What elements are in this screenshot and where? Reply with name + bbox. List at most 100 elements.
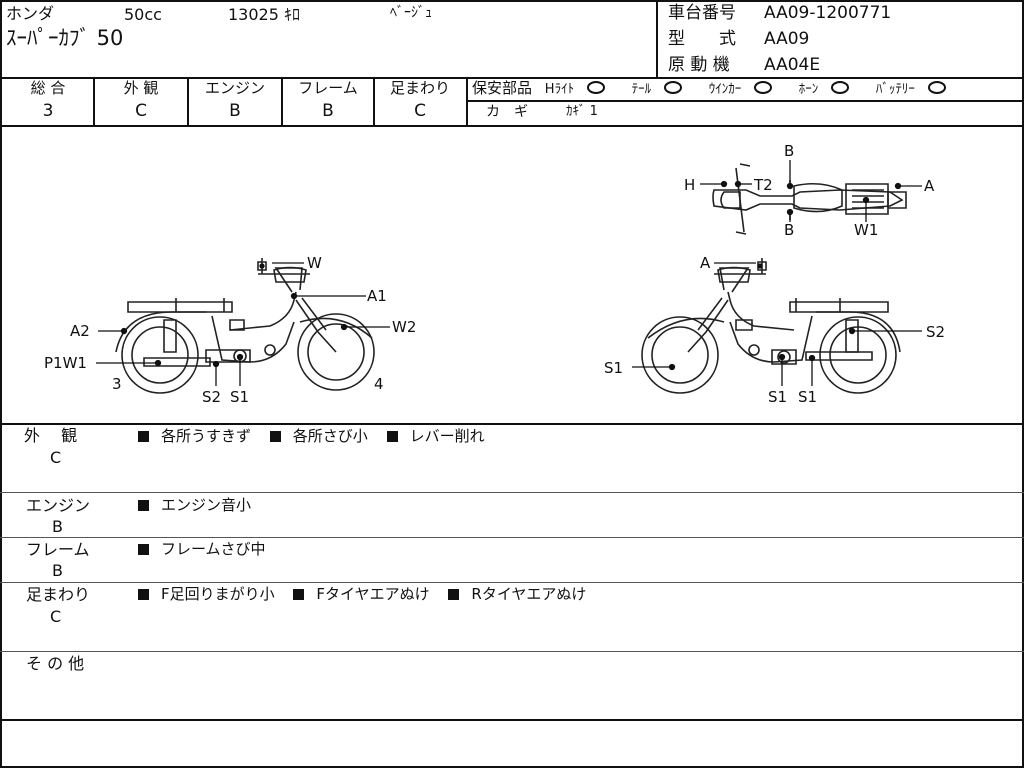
section-rule [0, 582, 1024, 583]
diag-label-right-a: A [700, 254, 711, 272]
grade-divider [187, 78, 189, 126]
model-name: ｽｰﾊﾟｰｶﾌﾞ 50 [6, 26, 124, 50]
grade-frame-value: B [322, 101, 334, 121]
diag-label-top-t2: T2 [753, 176, 773, 194]
diag-label-top-h: H [684, 176, 695, 194]
section-engine-title: エンジン [26, 496, 91, 515]
grade-exterior-value: C [135, 101, 147, 121]
section-engine-grade: B [52, 517, 63, 536]
frame-no: AA09-1200771 [764, 3, 892, 23]
grade-divider [373, 78, 375, 126]
bullet-icon [386, 431, 398, 442]
safety-headlight-ok-icon [586, 81, 605, 94]
diag-label-a2: A2 [70, 322, 90, 340]
diag-label-top-b: B [784, 142, 794, 160]
type-value: AA09 [764, 29, 810, 49]
grade-exterior-label: 外 観 [123, 79, 159, 97]
note: レバー削れ [409, 427, 485, 445]
grade-suspension-value: C [414, 101, 426, 121]
diag-label-3: 3 [112, 375, 122, 393]
header-divider [656, 0, 658, 78]
safety-parts-row: 保安部品 Hﾗｲﾄ ﾃｰﾙ ｳｲﾝｶｰ ﾎｰﾝ ﾊﾞｯﾃﾘｰ [472, 81, 946, 96]
safety-taillight-ok-icon [663, 81, 682, 94]
grade-overall-value: 3 [42, 101, 54, 121]
diag-label-a1: A1 [367, 287, 387, 305]
note: フレームさび中 [161, 540, 266, 558]
note: エンジン音小 [161, 496, 252, 514]
diag-label-p1w1: P1W1 [44, 354, 87, 372]
safety-headlight-label: Hﾗｲﾄ [544, 82, 575, 97]
bullet-icon [138, 500, 149, 511]
diag-label-right-s1: S1 [604, 359, 623, 377]
safety-winker-label: ｳｲﾝｶｰ [708, 82, 742, 97]
diag-label-top-a: A [924, 177, 935, 195]
safety-row-rule [466, 100, 1024, 102]
bullet-icon [138, 589, 149, 600]
diag-label-right-s2: S2 [926, 323, 945, 341]
engine-label: 原 動 機 [668, 55, 730, 75]
safety-label: 保安部品 [472, 79, 533, 97]
bullet-icon [269, 431, 281, 442]
grade-suspension-label: 足まわり [389, 79, 450, 97]
damage-diagram: W A1 W2 A2 P1W1 S2 S1 3 4 A S2 S1 S1 S1 … [44, 142, 945, 406]
section-frame-title: フレーム [26, 540, 90, 559]
section-suspension-notes: F足回りまがり小 Fタイヤエアぬけ Rタイヤエアぬけ [138, 587, 600, 602]
diag-label-right-s1c: S1 [798, 388, 817, 406]
engine-value: AA04E [764, 55, 821, 75]
diag-label-w2: W2 [392, 318, 416, 336]
section-exterior-notes: 各所うすきず 各所さび小 レバー削れ [138, 429, 499, 444]
key-label: カ ギ [486, 104, 528, 120]
note: 各所うすきず [161, 427, 252, 445]
type-label: 型 式 [668, 29, 736, 49]
section-exterior-title: 外 観 [24, 426, 78, 445]
section-rule [0, 492, 1024, 493]
section-frame-notes: フレームさび中 [138, 542, 280, 557]
section-rule [0, 537, 1024, 538]
grade-engine-value: B [229, 101, 241, 121]
mileage: 13025 ｷﾛ [228, 5, 300, 24]
safety-horn-label: ﾎｰﾝ [798, 82, 819, 97]
frame-no-label: 車台番号 [668, 3, 736, 23]
safety-battery-ok-icon [927, 81, 946, 94]
section-suspension-title: 足まわり [26, 585, 91, 604]
header-bottom-rule [0, 77, 1024, 79]
right-side-bike-icon [641, 258, 901, 394]
left-side-bike-icon [115, 258, 375, 394]
diagram-bottom-rule [0, 423, 1024, 425]
section-other-title: そ の 他 [26, 654, 85, 673]
section-frame-grade: B [52, 561, 63, 580]
diag-label-4: 4 [374, 375, 384, 393]
safety-horn-ok-icon [831, 81, 850, 94]
grade-overall-label: 総 合 [30, 79, 66, 97]
safety-winker-ok-icon [753, 81, 772, 94]
safety-battery-label: ﾊﾞｯﾃﾘｰ [875, 82, 915, 97]
diag-label-s1: S1 [230, 388, 249, 406]
note: F足回りまがり小 [161, 585, 275, 603]
bullet-icon [293, 589, 305, 600]
grade-divider [466, 78, 468, 126]
grade-divider [281, 78, 283, 126]
section-engine-notes: エンジン音小 [138, 498, 265, 513]
note: Rタイヤエアぬけ [471, 585, 587, 603]
bullet-icon [138, 431, 149, 442]
section-suspension-grade: C [50, 607, 62, 626]
grade-divider [93, 78, 95, 126]
section-rule [0, 651, 1024, 652]
section-exterior-grade: C [50, 448, 62, 467]
maker: ホンダ [6, 4, 55, 23]
section-rule [0, 719, 1024, 721]
diag-label-w: W [307, 254, 322, 272]
grade-frame-label: フレーム [298, 79, 358, 97]
diag-label-top-w1: W1 [854, 221, 878, 239]
safety-taillight-label: ﾃｰﾙ [631, 82, 652, 97]
color: ﾍﾞｰｼﾞｭ [390, 5, 432, 21]
diag-label-right-s1b: S1 [768, 388, 787, 406]
displacement: 50cc [124, 5, 162, 24]
bullet-icon [448, 589, 460, 600]
note: Fタイヤエアぬけ [316, 585, 430, 603]
diag-label-s2: S2 [202, 388, 221, 406]
note: 各所さび小 [292, 427, 368, 445]
grade-engine-label: エンジン [204, 79, 265, 97]
grade-row-bottom-rule [0, 125, 1024, 127]
